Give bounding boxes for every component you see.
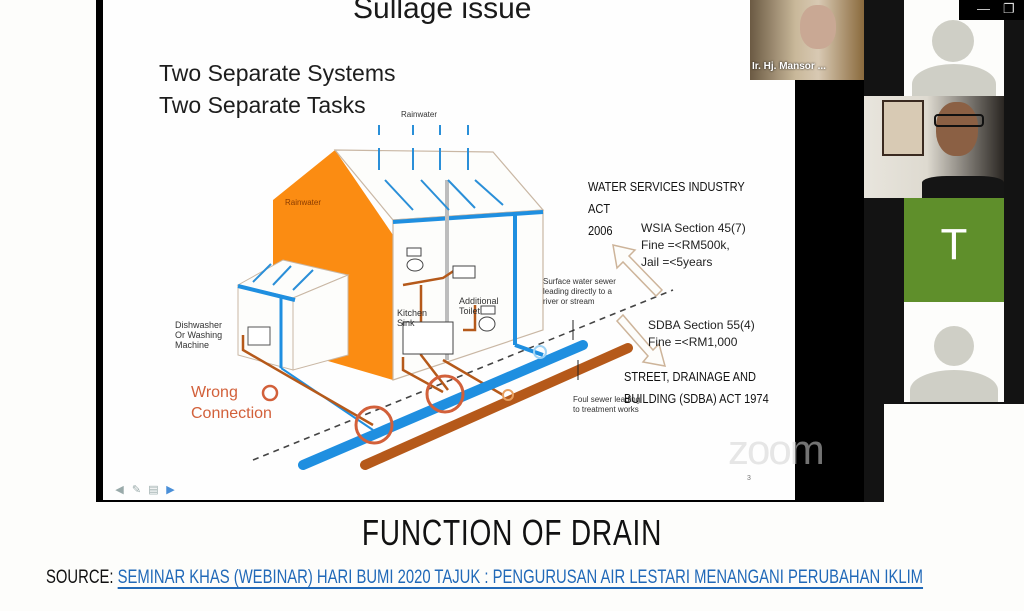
source-line: SOURCE: SEMINAR KHAS (WEBINAR) HARI BUMI…: [46, 567, 923, 589]
wrong-connection-legend: [261, 384, 279, 402]
kitchen-sink: [402, 321, 454, 355]
glasses: [934, 114, 984, 127]
rainwater-label: Rainwater: [285, 198, 322, 207]
sdba-act-title: Street, Drainage andBuilding (SDBA) Act …: [624, 369, 769, 406]
slide-subtitle: Two Separate Tasks: [159, 92, 366, 118]
slide-subtitle: Two Separate Systems: [159, 60, 396, 86]
participant-shoulders: [922, 176, 1004, 198]
participant-face: [936, 102, 978, 156]
sdba-penalty: SDBA Section 55(4)Fine =<RM1,000: [648, 318, 755, 349]
participant-name: Ir. Hj. Mansor ...: [752, 61, 826, 72]
wrong-connection-marker: [354, 405, 394, 445]
avatar-head-icon: [934, 326, 974, 366]
sdba-arrow: [615, 313, 667, 367]
prev-arrow-icon[interactable]: ◀: [115, 484, 124, 496]
participant-video[interactable]: Ir. Hj. Mansor ...: [750, 0, 864, 80]
ground-line: [252, 289, 674, 461]
wsia-arrow: [612, 244, 664, 298]
page-number: 3: [747, 475, 751, 482]
caption-title: Function of Drain: [361, 512, 663, 553]
zoom-watermark: zoom: [728, 426, 825, 473]
minimize-button[interactable]: —: [977, 1, 990, 16]
wsia-act-title: Water Services Industry Act2006: [588, 179, 745, 238]
participant-avatar-tile[interactable]: [904, 302, 1004, 402]
slide-toolbar: ◀ ✎ ▤ ▶: [113, 484, 177, 496]
restore-button[interactable]: ❐: [1003, 1, 1015, 16]
presentation-slide: Sullage issue Two Separate Systems Two S…: [103, 0, 795, 500]
participant-initial-tile[interactable]: T: [904, 198, 1004, 302]
wsia-penalty: WSIA Section 45(7)Fine =<RM500k,Jail =<5…: [641, 221, 746, 269]
next-arrow-icon[interactable]: ▶: [166, 484, 175, 496]
participant-initial: T: [940, 220, 968, 269]
foul-sewer: [360, 343, 633, 470]
participant-face: [800, 5, 836, 49]
participant-video[interactable]: [864, 96, 1004, 198]
source-link[interactable]: SEMINAR KHAS (WEBINAR) HARI BUMI 2020 TA…: [117, 567, 924, 588]
slide-title: Sullage issue: [353, 0, 532, 25]
wrong-connection-marker: [425, 374, 465, 414]
surface-water-sewer: [298, 340, 588, 470]
rainwater-label: Rainwater: [401, 110, 438, 119]
avatar-body-icon: [910, 370, 998, 402]
avatar-body-icon: [912, 64, 996, 96]
drainage-diagram: [236, 125, 674, 470]
blank-area: [884, 404, 1024, 504]
wall-frame: [882, 100, 924, 156]
pen-icon[interactable]: ✎: [131, 484, 142, 496]
rain-arrows: [378, 125, 504, 211]
source-label: SOURCE:: [46, 567, 114, 588]
avatar-head-icon: [932, 20, 974, 62]
window-controls: — ❐: [959, 0, 1024, 20]
menu-icon[interactable]: ▤: [148, 484, 159, 496]
